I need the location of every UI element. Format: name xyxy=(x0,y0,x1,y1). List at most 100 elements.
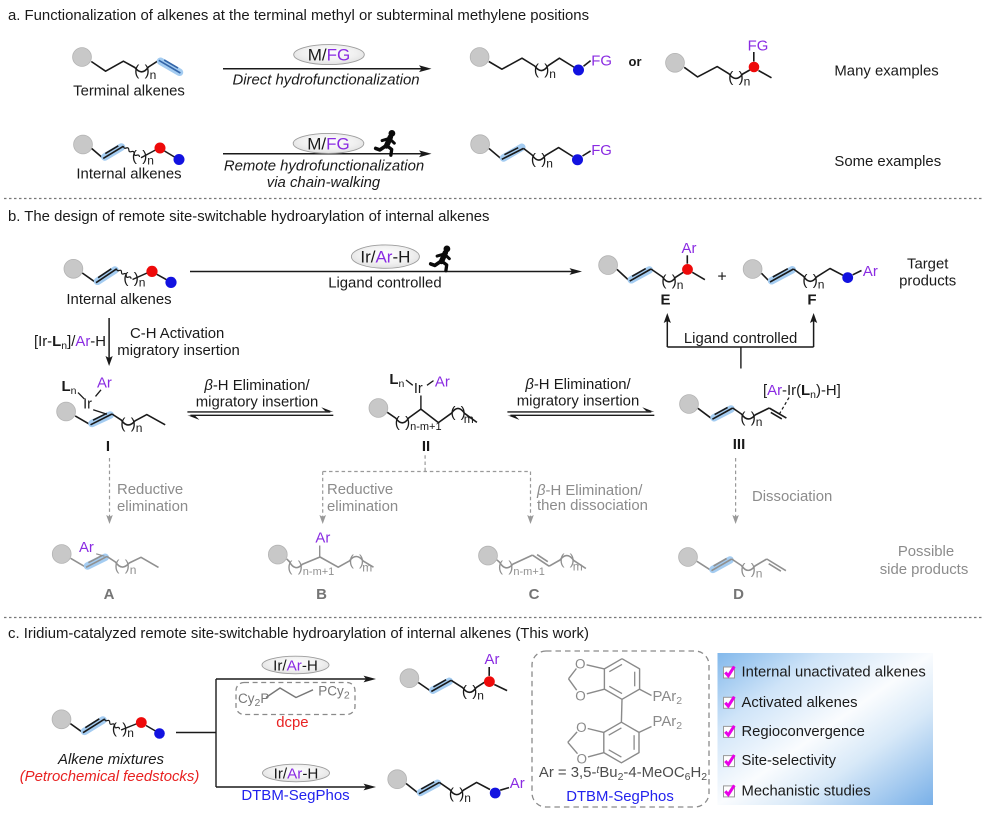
svg-text:Ir/Ar-H: Ir/Ar-H xyxy=(274,765,319,782)
svg-text:): ) xyxy=(472,683,477,700)
svg-text:Reductive: Reductive xyxy=(327,482,393,498)
svg-text:m: m xyxy=(573,560,583,574)
svg-text:(: ( xyxy=(661,273,666,290)
svg-text:Internal unactivated alkenes: Internal unactivated alkenes xyxy=(742,665,926,681)
svg-text:Terminal alkenes: Terminal alkenes xyxy=(73,84,185,100)
svg-text:): ) xyxy=(739,69,744,86)
svg-text:via chain-walking: via chain-walking xyxy=(267,175,381,191)
svg-text:c. Iridium-catalyzed remote si: c. Iridium-catalyzed remote site-switcha… xyxy=(8,626,589,642)
svg-text:(: ( xyxy=(534,61,539,78)
svg-text:n: n xyxy=(744,75,751,89)
svg-text:m: m xyxy=(362,561,372,575)
svg-text:(: ( xyxy=(120,416,125,433)
svg-text:): ) xyxy=(145,63,150,80)
svg-text:migratory insertion: migratory insertion xyxy=(117,343,239,359)
svg-text:Remote hydrofunctionalization: Remote hydrofunctionalization xyxy=(224,158,424,174)
svg-text:): ) xyxy=(751,410,756,427)
svg-text:DTBM-SegPhos: DTBM-SegPhos xyxy=(241,787,349,804)
svg-text:β-H Elimination/: β-H Elimination/ xyxy=(536,483,643,499)
svg-text:(: ( xyxy=(531,151,536,168)
svg-text:n: n xyxy=(546,156,553,170)
svg-text:(: ( xyxy=(395,414,400,431)
svg-text:Site-selectivity: Site-selectivity xyxy=(742,753,837,769)
svg-text:n: n xyxy=(139,275,146,289)
svg-text:Ar: Ar xyxy=(79,540,94,556)
svg-text:(: ( xyxy=(740,561,745,578)
svg-text:(: ( xyxy=(451,404,456,421)
svg-text:side products: side products xyxy=(880,562,969,578)
svg-text:(: ( xyxy=(112,721,117,738)
svg-text:n: n xyxy=(127,726,134,740)
svg-text:m: m xyxy=(464,412,474,426)
svg-text:(: ( xyxy=(134,63,139,80)
svg-text:Ir: Ir xyxy=(83,397,92,413)
svg-text:E: E xyxy=(660,292,670,309)
svg-text:β-H Elimination/: β-H Elimination/ xyxy=(524,377,631,393)
svg-text:Ligand controlled: Ligand controlled xyxy=(684,331,797,347)
svg-text:Ar = 3,5-tBu2-4-MeOC6H2: Ar = 3,5-tBu2-4-MeOC6H2 xyxy=(539,764,707,783)
svg-text:(: ( xyxy=(498,559,503,576)
svg-text:B: B xyxy=(316,586,327,603)
svg-text:a. Functionalization of alkene: a. Functionalization of alkenes at the t… xyxy=(8,8,589,24)
svg-text:migratory insertion: migratory insertion xyxy=(517,394,639,410)
svg-text:): ) xyxy=(405,414,410,431)
svg-text:O: O xyxy=(576,720,587,735)
svg-text:): ) xyxy=(298,558,303,575)
svg-text:M/FG: M/FG xyxy=(307,134,350,153)
svg-text:(: ( xyxy=(287,558,292,575)
svg-text:Mechanistic studies: Mechanistic studies xyxy=(742,783,871,799)
svg-text:FG: FG xyxy=(591,54,612,70)
svg-text:or: or xyxy=(629,54,642,69)
svg-text:Activated alkenes: Activated alkenes xyxy=(742,695,858,711)
svg-text:Ligand controlled: Ligand controlled xyxy=(328,275,441,291)
svg-text:C: C xyxy=(529,586,540,603)
svg-text:C-H Activation: C-H Activation xyxy=(130,326,224,342)
svg-text:n: n xyxy=(756,567,763,581)
svg-text:Some examples: Some examples xyxy=(834,154,941,170)
svg-text:(: ( xyxy=(123,270,128,287)
svg-text:): ) xyxy=(541,151,546,168)
svg-text:Cy2P: Cy2P xyxy=(238,691,269,709)
svg-text:Many examples: Many examples xyxy=(834,64,938,80)
svg-text:): ) xyxy=(131,416,136,433)
svg-text:n: n xyxy=(464,791,471,805)
svg-text:Ar: Ar xyxy=(863,264,878,280)
svg-text:(: ( xyxy=(740,410,745,427)
svg-text:FG: FG xyxy=(591,143,612,159)
svg-text:III: III xyxy=(733,436,746,453)
svg-text:Ar: Ar xyxy=(682,241,697,257)
svg-text:): ) xyxy=(751,561,756,578)
svg-text:migratory insertion: migratory insertion xyxy=(196,395,318,411)
svg-text:): ) xyxy=(813,272,818,289)
svg-text:elimination: elimination xyxy=(117,499,188,515)
svg-text:D: D xyxy=(733,586,744,603)
svg-text:Possible: Possible xyxy=(898,544,954,560)
svg-text:O: O xyxy=(575,689,586,704)
svg-text:n: n xyxy=(477,689,484,703)
svg-text:products: products xyxy=(899,274,956,290)
svg-text:Target: Target xyxy=(907,257,949,273)
svg-text:n: n xyxy=(136,421,143,435)
svg-text:O: O xyxy=(575,656,586,671)
svg-text:): ) xyxy=(508,559,513,576)
svg-text:elimination: elimination xyxy=(327,499,398,515)
svg-text:n-m+1: n-m+1 xyxy=(513,566,545,578)
svg-text:[Ir-Ln]/Ar-H: [Ir-Ln]/Ar-H xyxy=(34,334,106,352)
svg-text:PAr2: PAr2 xyxy=(653,714,683,732)
svg-text:(: ( xyxy=(114,558,119,575)
svg-text:(: ( xyxy=(802,272,807,289)
svg-text:(: ( xyxy=(728,69,733,86)
svg-text:): ) xyxy=(142,148,147,165)
svg-text:(Petrochemical feedstocks): (Petrochemical feedstocks) xyxy=(20,769,200,785)
svg-text:(: ( xyxy=(132,148,137,165)
svg-text:(: ( xyxy=(449,786,454,803)
svg-text:): ) xyxy=(570,552,575,569)
svg-text:then dissociation: then dissociation xyxy=(537,498,648,514)
svg-text:PAr2: PAr2 xyxy=(653,689,683,707)
svg-text:Ir: Ir xyxy=(414,381,423,397)
svg-text:Internal alkenes: Internal alkenes xyxy=(76,167,181,183)
svg-text:n: n xyxy=(549,67,556,81)
svg-text:n: n xyxy=(130,563,137,577)
svg-text:Ln: Ln xyxy=(62,379,77,397)
svg-text:+: + xyxy=(717,269,726,286)
